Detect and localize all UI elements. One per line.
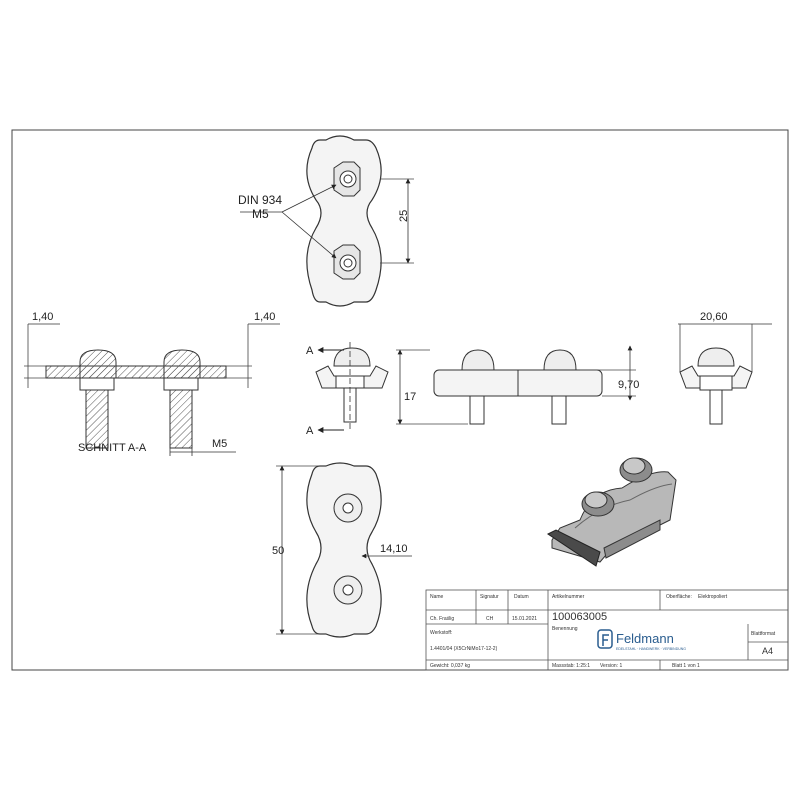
tb-date: 15.01.2021 <box>512 616 537 622</box>
section-arrow-a-bottom: A <box>306 425 314 437</box>
dim-20-60: 20,60 <box>700 311 728 323</box>
tb-header-signature: Signatur <box>480 594 499 600</box>
dim-14-10: 14,10 <box>380 543 408 555</box>
logo-tagline: EDELSTAHL · HANDWERK · VERBINDUNG <box>616 647 686 651</box>
feldmann-logo: Feldmann EDELSTAHL · HANDWERK · VERBINDU… <box>597 629 686 651</box>
tb-header-date: Datum <box>514 594 529 600</box>
section-arrow-a-top: A <box>306 345 314 357</box>
tb-material-label: Werkstoff: <box>430 630 452 636</box>
tb-weight: Gewicht: 0,037 kg <box>430 663 470 669</box>
title-block <box>425 589 789 671</box>
isometric-view <box>547 457 677 567</box>
tb-sheet: Blatt 1 von 1 <box>672 663 700 669</box>
section-a-a-view <box>24 323 280 456</box>
front-view <box>396 345 636 425</box>
dim-17: 17 <box>404 391 416 403</box>
din-934-label: DIN 934 <box>238 193 282 207</box>
section-a-a-label: SCHNITT A-A <box>78 442 147 454</box>
plan-view <box>276 462 412 638</box>
dim-50: 50 <box>272 545 284 557</box>
dim-9-70: 9,70 <box>618 379 639 391</box>
tb-header-article: Artikelnummer <box>552 594 585 600</box>
logo-wordmark: Feldmann <box>616 631 674 646</box>
side-view-left <box>315 342 389 433</box>
dim-1-40-right: 1,40 <box>254 311 275 323</box>
tb-surface-value: Elektropoliert <box>698 594 728 600</box>
tb-header-surface: Oberfläche: <box>666 594 692 600</box>
tb-signature: CH <box>486 616 494 622</box>
tb-author: Ch. Fraślig <box>430 616 454 622</box>
dim-m5-section: M5 <box>212 438 227 450</box>
tb-article-number: 100063005 <box>552 611 607 623</box>
m5-thread-label: M5 <box>252 207 269 221</box>
tb-scale: Massstab: 1:25:1 <box>552 663 590 669</box>
top-view <box>240 135 414 307</box>
tb-designation-label: Benennung <box>552 626 578 632</box>
tb-version: Version: 1 <box>600 663 622 669</box>
sheet-border <box>11 129 789 671</box>
tb-material-value: 1.4401/04 (X5CrNiMo17-12-2) <box>430 646 498 652</box>
side-view-right <box>678 323 772 425</box>
dim-25: 25 <box>398 210 410 222</box>
dim-1-40-left: 1,40 <box>32 311 53 323</box>
tb-header-name: Name <box>430 594 444 600</box>
tb-format-value: A4 <box>762 646 773 656</box>
tb-format-label: Blattformat <box>751 631 776 637</box>
